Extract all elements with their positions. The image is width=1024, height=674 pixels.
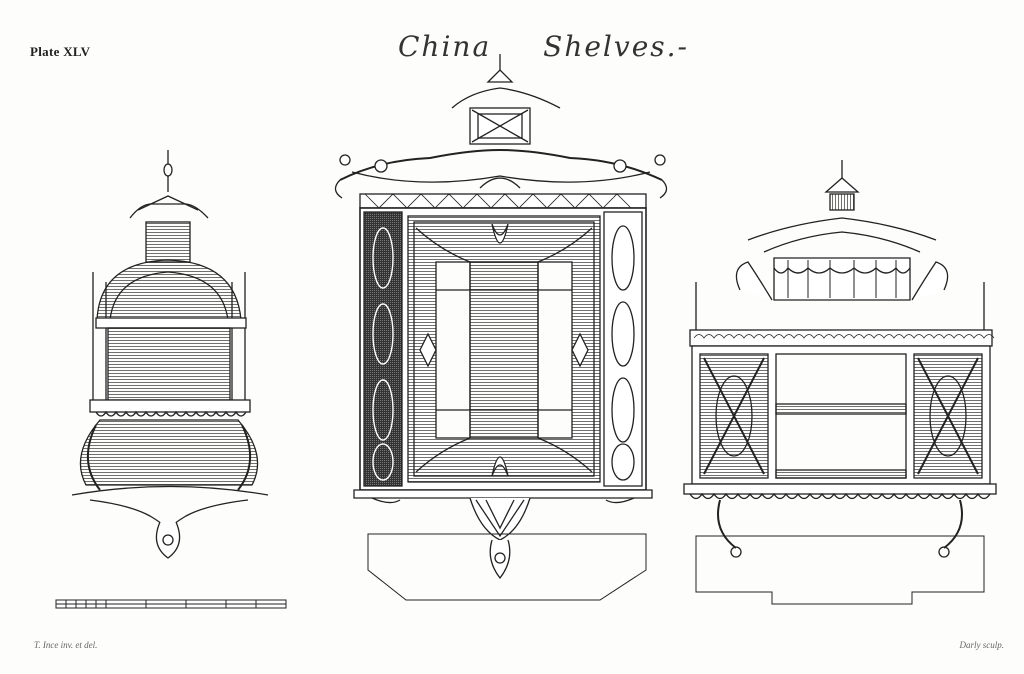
title-word-shelves: Shelves.-	[543, 30, 689, 63]
plate-number: Plate XLV	[30, 44, 91, 59]
right-china-shelf	[683, 160, 997, 605]
plate-title: China Shelves.-	[398, 30, 689, 63]
inventor-credit: T. Ince inv. et del.	[34, 640, 98, 650]
scale-bar	[55, 599, 287, 609]
engraver-credit: Darly sculp.	[959, 640, 1005, 650]
left-hanging-shelf	[71, 150, 269, 559]
center-china-shelf	[334, 54, 668, 601]
title-word-china: China	[398, 30, 492, 63]
